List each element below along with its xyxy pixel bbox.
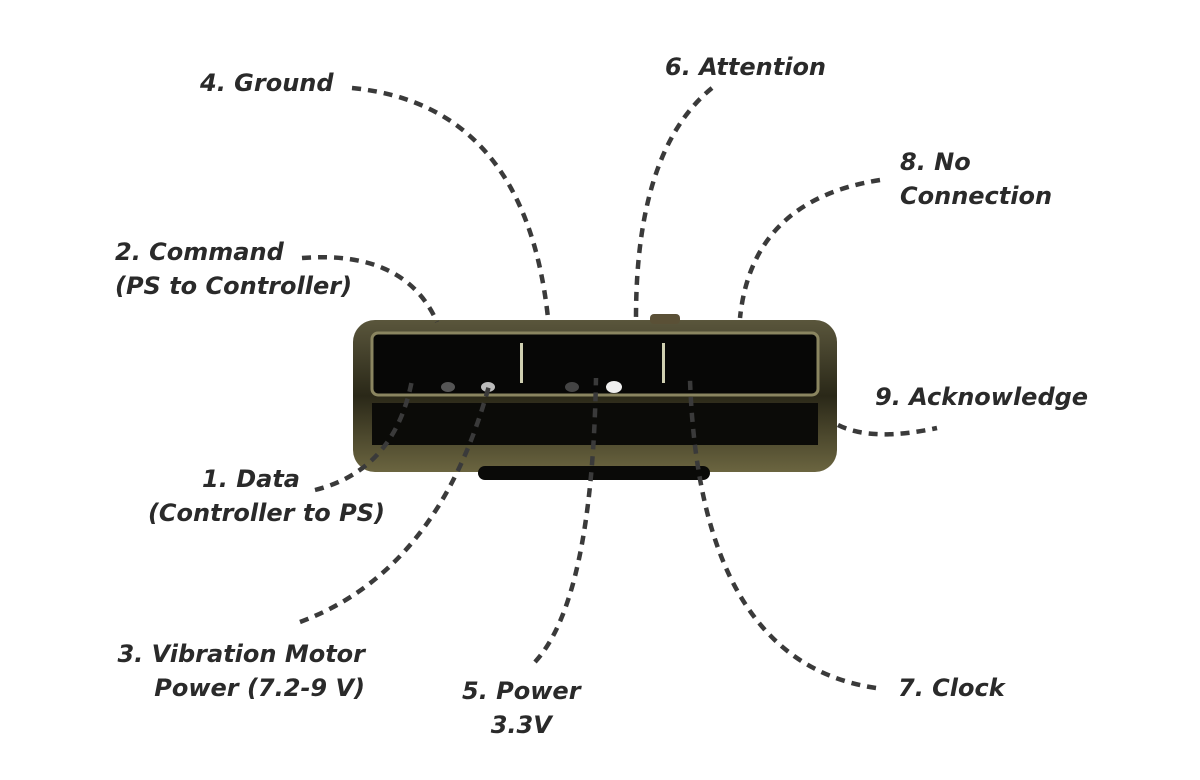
label-line: 5. Power — [462, 677, 581, 705]
label-power: 5. Power 3.3V — [462, 674, 581, 742]
label-ground: 4. Ground — [200, 69, 334, 97]
leader-ground — [351, 85, 551, 319]
label-command: 2. Command (PS to Controller) — [115, 235, 352, 303]
label-vibration-motor: 3. Vibration Motor Power (7.2-9 V) — [117, 637, 365, 705]
label-line: 3.3V — [490, 711, 552, 739]
label-attention: 6. Attention — [665, 53, 827, 81]
label-line: (Controller to PS) — [147, 499, 385, 527]
leader-acknowledge — [836, 422, 938, 437]
label-line: 3. Vibration Motor — [117, 640, 365, 668]
leader-command — [301, 255, 440, 323]
label-clock: 7. Clock — [898, 674, 1005, 702]
label-line: Power (7.2-9 V) — [154, 674, 365, 702]
leader-lines — [299, 85, 938, 691]
label-no-connection: 8. No Connection — [900, 145, 1052, 213]
leader-vibration — [299, 381, 493, 625]
leader-no-connection — [737, 177, 881, 319]
label-line: (PS to Controller) — [115, 272, 353, 300]
label-data: 1. Data (Controller to PS) — [148, 462, 385, 530]
leader-clock — [687, 379, 877, 691]
label-line: Connection — [900, 182, 1053, 210]
leader-attention — [633, 86, 714, 319]
leader-power — [533, 377, 599, 664]
label-line: 1. Data — [202, 465, 300, 493]
label-line: 8. No — [900, 148, 971, 176]
leader-data — [314, 379, 415, 493]
label-acknowledge: 9. Acknowledge — [875, 383, 1089, 411]
label-line: 2. Command — [115, 238, 284, 266]
